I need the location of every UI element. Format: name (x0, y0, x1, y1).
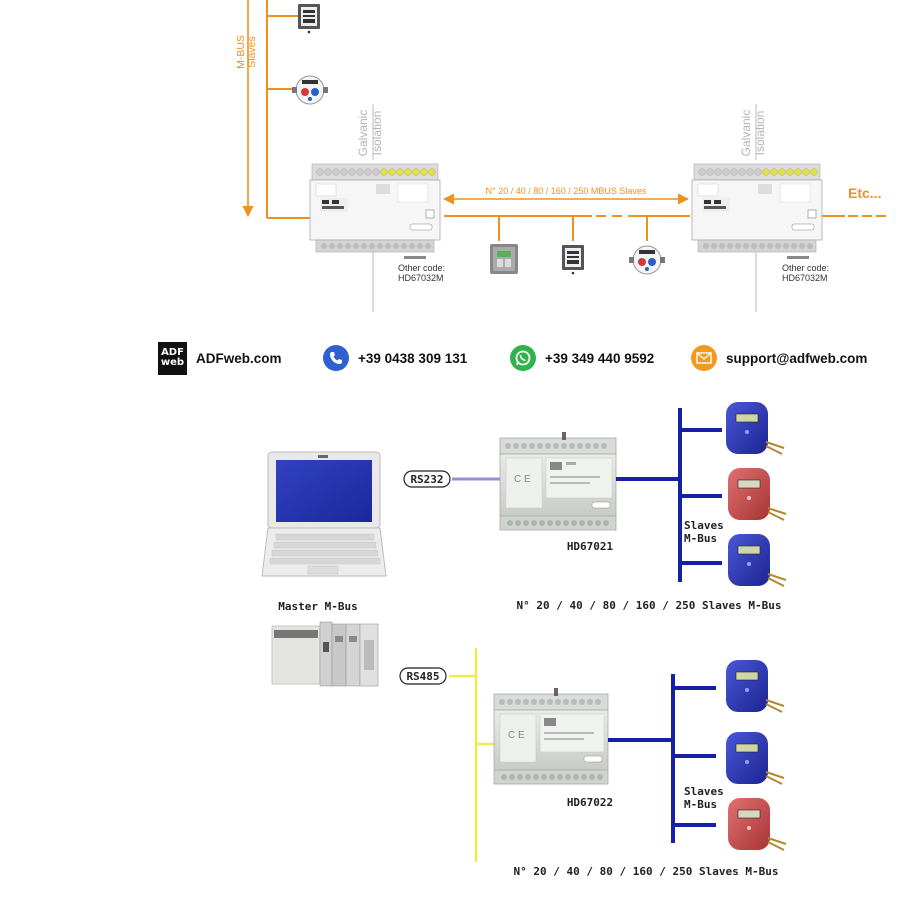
heat-meter-icon (490, 244, 518, 274)
other-code-left: Other code: HD67032M (398, 256, 445, 283)
electricity-meter-icon (298, 4, 320, 34)
repeater-module-left (309, 163, 441, 253)
heat-meter-blue-4 (726, 732, 785, 785)
water-meter-icon (629, 245, 665, 275)
heat-meter-blue-3 (726, 660, 785, 713)
mbus-slaves-label: M-BUSSlaves (235, 35, 258, 69)
email-icon (691, 345, 717, 371)
website-link[interactable]: ADFweb.com (196, 350, 282, 366)
email-address[interactable]: support@adfweb.com (726, 350, 868, 366)
rs232-section: Master M-Bus RS232 C E HD67021 (261, 402, 787, 613)
rs485-bus (449, 648, 496, 862)
svg-text:Other code:: Other code: (398, 263, 445, 273)
phone-number[interactable]: +39 0438 309 131 (358, 350, 468, 366)
mbus-bus-label: N° 20 / 40 / 80 / 160 / 250 MBUS Slaves (486, 186, 647, 196)
svg-text:C E: C E (508, 730, 525, 741)
svg-text:C E: C E (514, 474, 531, 485)
svg-text:Other code:: Other code: (782, 263, 829, 273)
rs485-mbus-bus (608, 674, 716, 843)
plc-icon (271, 621, 379, 687)
repeater-module-right (691, 163, 823, 253)
whatsapp-number[interactable]: +39 349 440 9592 (545, 350, 655, 366)
rs485-section: RS485 C E HD67022 Slaves (271, 621, 787, 878)
heat-meter-red (728, 468, 787, 521)
heat-meter-blue-2 (728, 534, 787, 587)
converter-module-hd67022: C E (493, 688, 609, 785)
galvanic-isolation-label-left: GalvanicIsolation (356, 110, 384, 157)
heat-meter-blue-1 (726, 402, 785, 455)
svg-text:HD67032M: HD67032M (782, 273, 828, 283)
laptop-icon (261, 451, 387, 577)
rs485-slaves-label: Slaves M-Bus (684, 785, 730, 811)
galvanic-isolation-label-right: GalvanicIsolation (739, 110, 767, 157)
rs232-label-box (403, 470, 451, 488)
rs485-label: RS485 (406, 670, 439, 683)
whatsapp-icon (510, 345, 536, 371)
svg-text:HD67032M: HD67032M (398, 273, 444, 283)
rs485-label-box (399, 667, 447, 685)
website-contact[interactable]: ADF web ADFweb.com (158, 338, 282, 378)
heat-meter-red-2 (728, 798, 787, 851)
rs485-bus-caption: N° 20 / 40 / 80 / 160 / 250 Slaves M-Bus (514, 865, 779, 878)
rs232-bus-caption: N° 20 / 40 / 80 / 160 / 250 Slaves M-Bus (517, 599, 782, 612)
master-mbus-label: Master M-Bus (278, 600, 357, 613)
hd67021-label: HD67021 (567, 540, 614, 553)
email-contact[interactable]: support@adfweb.com (691, 338, 867, 378)
rs232-slaves-label: Slaves M-Bus (684, 519, 730, 545)
etc-label: Etc... (848, 185, 881, 201)
top-mbus-diagram: M-BUSSlaves GalvanicIsolation GalvanicI (235, 0, 886, 312)
adfweb-logo-icon: ADF web (158, 341, 187, 375)
other-code-right: Other code: HD67032M (782, 256, 829, 283)
water-meter-icon (292, 75, 328, 105)
phone-contact[interactable]: +39 0438 309 131 (323, 338, 467, 378)
electricity-meter-icon (562, 245, 584, 275)
rs232-mbus-bus (616, 408, 722, 582)
whatsapp-contact[interactable]: +39 349 440 9592 (510, 338, 654, 378)
phone-icon (323, 345, 349, 371)
contact-row: ADF web ADFweb.com +39 0438 309 131 +39 … (0, 338, 898, 378)
converter-module-hd67021: C E (499, 432, 617, 531)
rs232-label: RS232 (410, 473, 443, 486)
hd67022-label: HD67022 (567, 796, 613, 809)
